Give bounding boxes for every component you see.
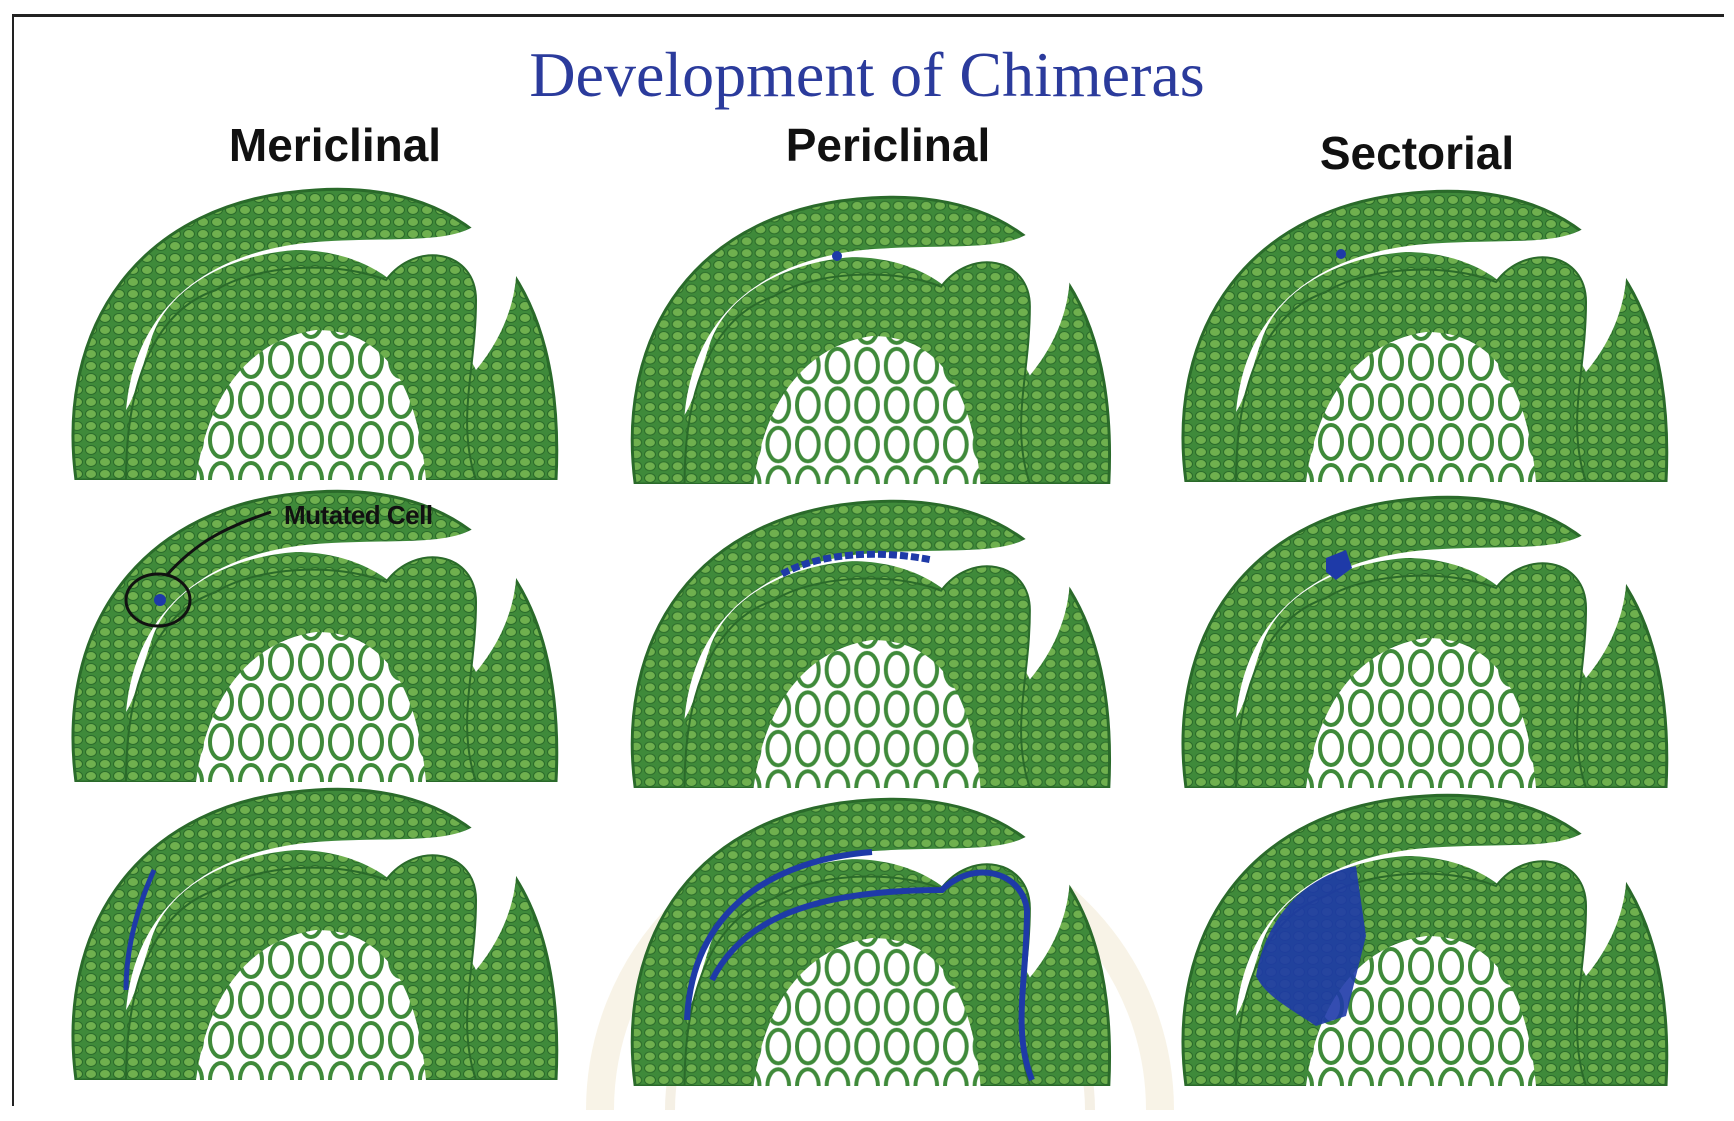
- apex-periclinal-stage1: [612, 188, 1132, 484]
- apex-sectorial-stage2: [1166, 488, 1686, 788]
- apex-mericlinal-stage1: [56, 180, 576, 480]
- apex-sectorial-stage3: [1166, 786, 1686, 1086]
- mutated-cell: [154, 594, 166, 606]
- figure-title: Development of Chimeras: [0, 38, 1734, 112]
- apex-periclinal-stage2: [612, 492, 1132, 788]
- apex-periclinal-stage3: [612, 790, 1132, 1086]
- column-title-periclinal: Periclinal: [678, 118, 1098, 172]
- mutated-cell-label: Mutated Cell: [284, 500, 433, 531]
- apex-sectorial-stage1: [1166, 182, 1686, 482]
- column-title-sectorial: Sectorial: [1207, 126, 1627, 180]
- mutated-cell: [832, 251, 842, 261]
- column-title-mericlinal: Mericlinal: [125, 118, 545, 172]
- apex-mericlinal-stage3: [56, 780, 576, 1080]
- mutated-cell: [1336, 249, 1346, 259]
